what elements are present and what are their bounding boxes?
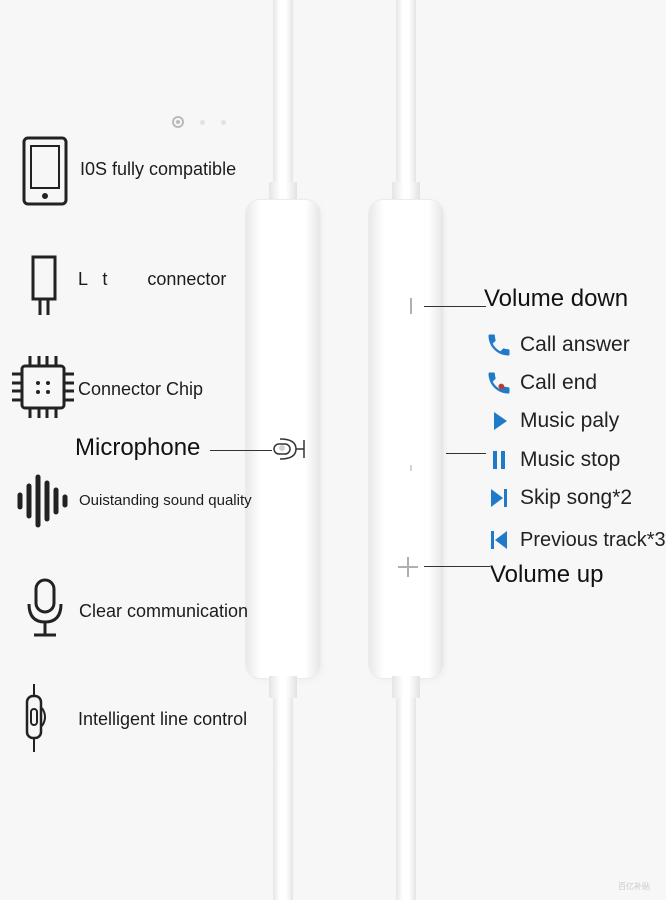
control-label: Previous track*3 xyxy=(520,528,666,551)
center-button-mark xyxy=(410,465,412,471)
control-label: Call answer xyxy=(520,333,630,356)
volume-up-mark xyxy=(398,557,418,577)
carousel-dots[interactable] xyxy=(172,116,226,128)
inline-remote-icon xyxy=(24,684,48,759)
control-label: Call end xyxy=(520,371,598,394)
microphone-callout-line xyxy=(210,450,272,451)
pause-icon xyxy=(484,447,514,473)
sound-wave-icon xyxy=(16,474,70,533)
control-row-call-end: Call end xyxy=(484,370,597,396)
phone-answer-icon xyxy=(484,332,514,358)
carousel-dot[interactable] xyxy=(221,119,226,125)
right-remote-bottom-collar xyxy=(392,676,420,698)
phone-end-icon xyxy=(484,370,514,396)
microphone-hole xyxy=(279,445,285,451)
control-label: Music paly xyxy=(520,409,620,432)
left-remote-top-collar xyxy=(269,182,297,204)
control-label: Skip song*2 xyxy=(520,486,633,509)
carousel-dot[interactable] xyxy=(200,119,205,125)
center-button-callout-line xyxy=(446,453,486,454)
watermark: 百亿补贴 xyxy=(618,882,650,891)
volume-down-label: Volume down xyxy=(484,285,629,312)
control-row-music-play: Music paly xyxy=(484,408,619,434)
control-row-call-answer: Call answer xyxy=(484,332,630,358)
phone-outline-icon xyxy=(22,136,68,211)
feature-label-communication: Clear communication xyxy=(79,601,249,621)
right-inline-remote xyxy=(369,200,443,678)
feature-label-sound: Ouistanding sound quality xyxy=(79,492,252,509)
microphone-symbol-icon xyxy=(266,436,308,471)
volume-up-label: Volume up xyxy=(490,561,604,588)
play-icon xyxy=(484,408,514,434)
feature-label-ios: I0S fully compatible xyxy=(80,159,237,179)
volume-down-mark xyxy=(410,298,412,314)
control-row-music-stop: Music stop xyxy=(484,447,620,473)
carousel-dot-active[interactable] xyxy=(172,116,184,128)
lightning-plug-icon xyxy=(30,255,58,322)
chip-icon xyxy=(10,354,76,425)
skip-next-icon xyxy=(484,485,514,511)
skip-previous-icon xyxy=(484,527,514,553)
control-row-skip-song: Skip song*2 xyxy=(484,485,632,511)
control-row-previous-track: Previous track*3 xyxy=(484,527,666,553)
feature-label-line-control: Intelligent line control xyxy=(78,709,248,729)
control-label: Music stop xyxy=(520,448,621,471)
microphone-icon xyxy=(26,578,64,643)
feature-label-chip: Connector Chip xyxy=(78,379,204,399)
right-remote-top-collar xyxy=(392,182,420,204)
left-remote-bottom-collar xyxy=(269,676,297,698)
feature-label-connector: L t connector xyxy=(78,269,227,289)
volume-down-callout-line xyxy=(424,306,486,307)
microphone-label: Microphone xyxy=(75,434,201,461)
volume-up-callout-line xyxy=(424,566,490,567)
